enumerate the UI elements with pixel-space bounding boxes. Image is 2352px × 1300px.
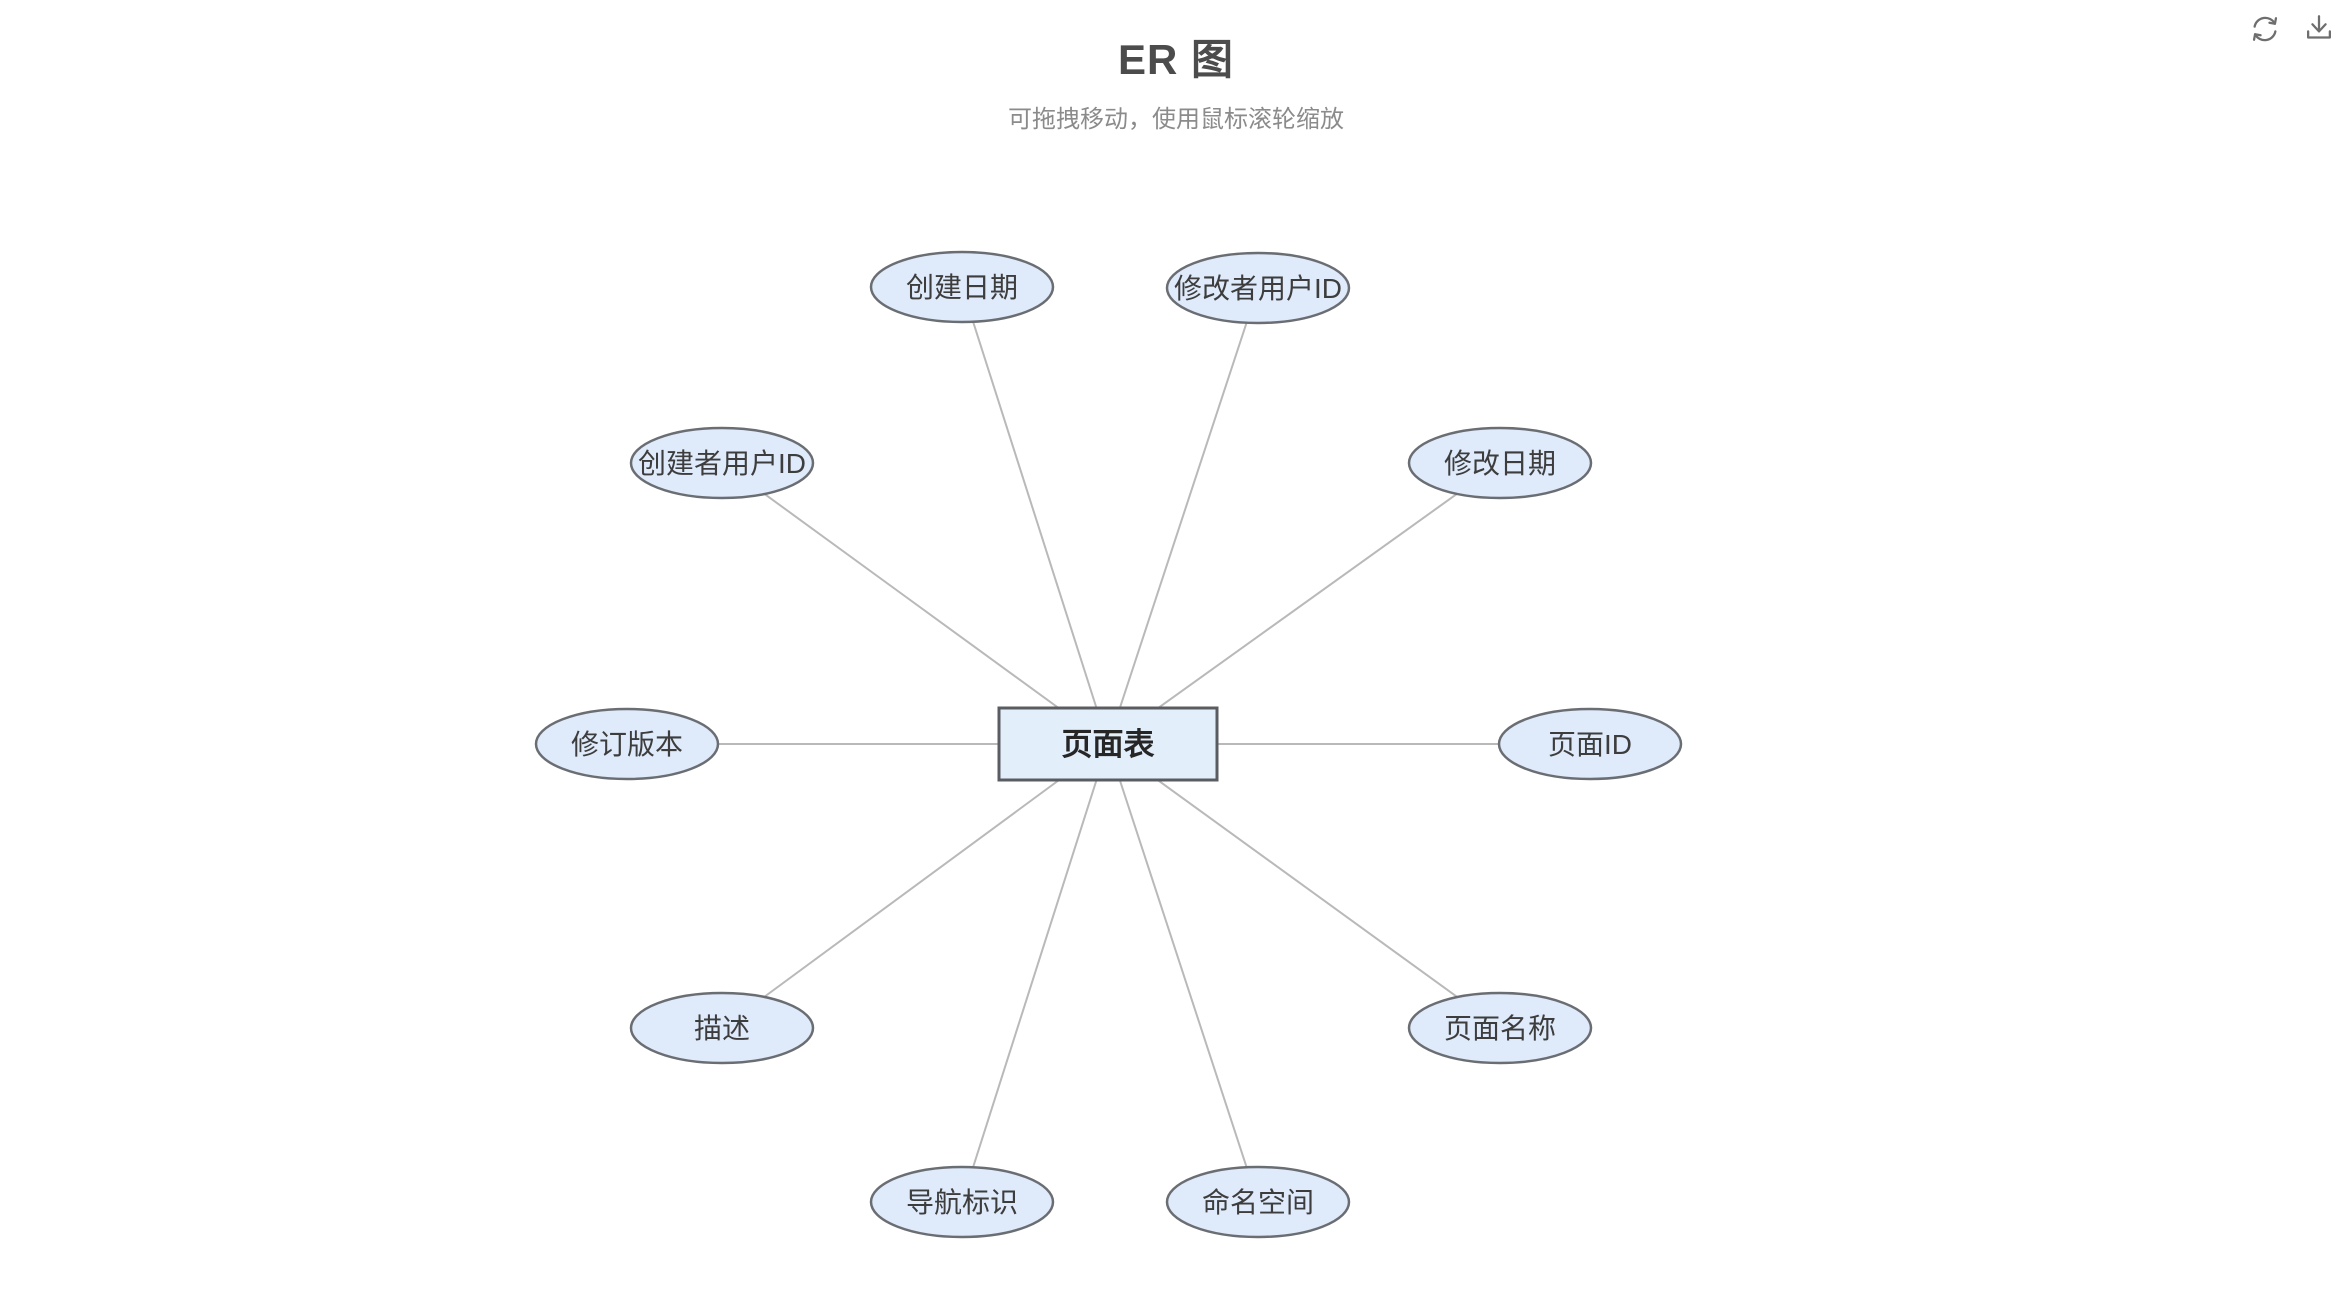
edge-line	[721, 743, 1109, 1029]
attribute-node[interactable]: 修改日期	[1407, 426, 1593, 500]
attribute-node-label: 修改者用户ID	[1174, 273, 1342, 304]
attribute-node-label: 描述	[694, 1013, 750, 1044]
edge-line	[1107, 743, 1259, 1203]
attribute-node[interactable]: 描述	[629, 991, 815, 1065]
attribute-node[interactable]: 修改者用户ID	[1165, 251, 1351, 325]
attribute-node-label: 修改日期	[1444, 448, 1556, 479]
attribute-node[interactable]: 创建者用户ID	[629, 426, 815, 500]
attribute-node[interactable]: 命名空间	[1165, 1165, 1351, 1239]
download-button[interactable]	[2300, 10, 2338, 48]
attribute-node[interactable]: 页面ID	[1497, 707, 1683, 781]
attribute-node[interactable]: 导航标识	[869, 1165, 1055, 1239]
attribute-node-label: 命名空间	[1202, 1187, 1314, 1218]
attribute-node-label: 修订版本	[571, 729, 683, 760]
edge-line	[961, 286, 1109, 745]
refresh-icon	[2252, 16, 2278, 42]
attribute-node-label: 导航标识	[906, 1187, 1018, 1218]
attribute-node[interactable]: 页面名称	[1407, 991, 1593, 1065]
attribute-node-label: 页面ID	[1548, 729, 1632, 760]
download-icon	[2307, 15, 2331, 39]
edge-line	[961, 743, 1109, 1203]
refresh-button[interactable]	[2246, 10, 2284, 48]
attribute-node[interactable]: 创建日期	[869, 250, 1055, 324]
edge-line	[1107, 743, 1501, 1029]
entity-node-label: 页面表	[1062, 727, 1155, 762]
entity-node[interactable]: 页面表	[997, 706, 1219, 782]
attribute-node[interactable]: 修订版本	[534, 707, 720, 781]
attribute-node-label: 创建者用户ID	[638, 448, 806, 479]
edge-line	[721, 462, 1109, 745]
attribute-node-label: 创建日期	[906, 272, 1018, 303]
edge-line	[1107, 462, 1501, 745]
edge-line	[1107, 287, 1259, 745]
attribute-node-label: 页面名称	[1444, 1013, 1556, 1044]
toolbar	[2246, 10, 2338, 48]
